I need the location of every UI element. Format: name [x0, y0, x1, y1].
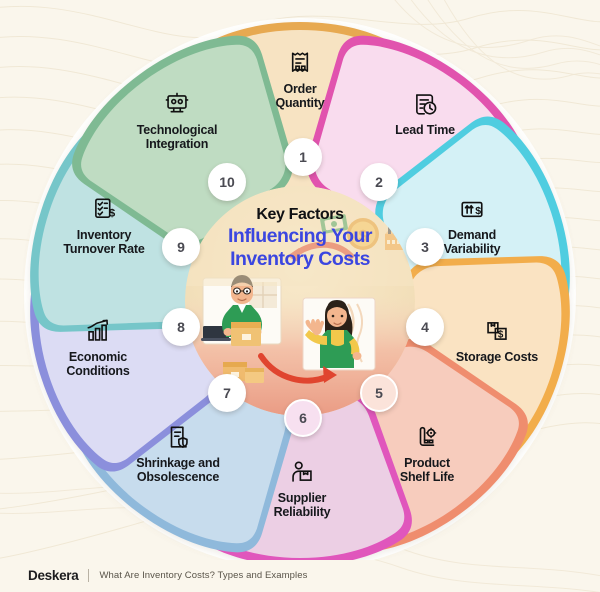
segment-badge-1[interactable]: 1: [284, 138, 322, 176]
segment-badge-3[interactable]: 3: [406, 228, 444, 266]
segment-badge-10[interactable]: 10: [208, 163, 246, 201]
segment-badge-9[interactable]: 9: [162, 228, 200, 266]
footer-divider: [88, 568, 90, 582]
footer-bar: Deskera What Are Inventory Costs? Types …: [0, 558, 600, 592]
badge-number: 7: [223, 385, 231, 401]
badge-number: 5: [375, 385, 383, 401]
badge-number: 6: [299, 410, 307, 426]
badge-number: 3: [421, 239, 429, 255]
segment-badge-2[interactable]: 2: [360, 163, 398, 201]
badge-number: 2: [375, 174, 383, 190]
segment-badge-6[interactable]: 6: [284, 399, 322, 437]
segment-badge-5[interactable]: 5: [360, 374, 398, 412]
brand-logo[interactable]: Deskera: [28, 567, 79, 583]
badge-number: 4: [421, 319, 429, 335]
footer-tagline: What Are Inventory Costs? Types and Exam…: [99, 569, 308, 581]
badge-number: 8: [177, 319, 185, 335]
badge-number: 9: [177, 239, 185, 255]
segment-badge-7[interactable]: 7: [208, 374, 246, 412]
badge-number: 10: [219, 174, 235, 190]
segment-badge-4[interactable]: 4: [406, 308, 444, 346]
badge-number: 1: [299, 149, 307, 165]
segment-badge-8[interactable]: 8: [162, 308, 200, 346]
